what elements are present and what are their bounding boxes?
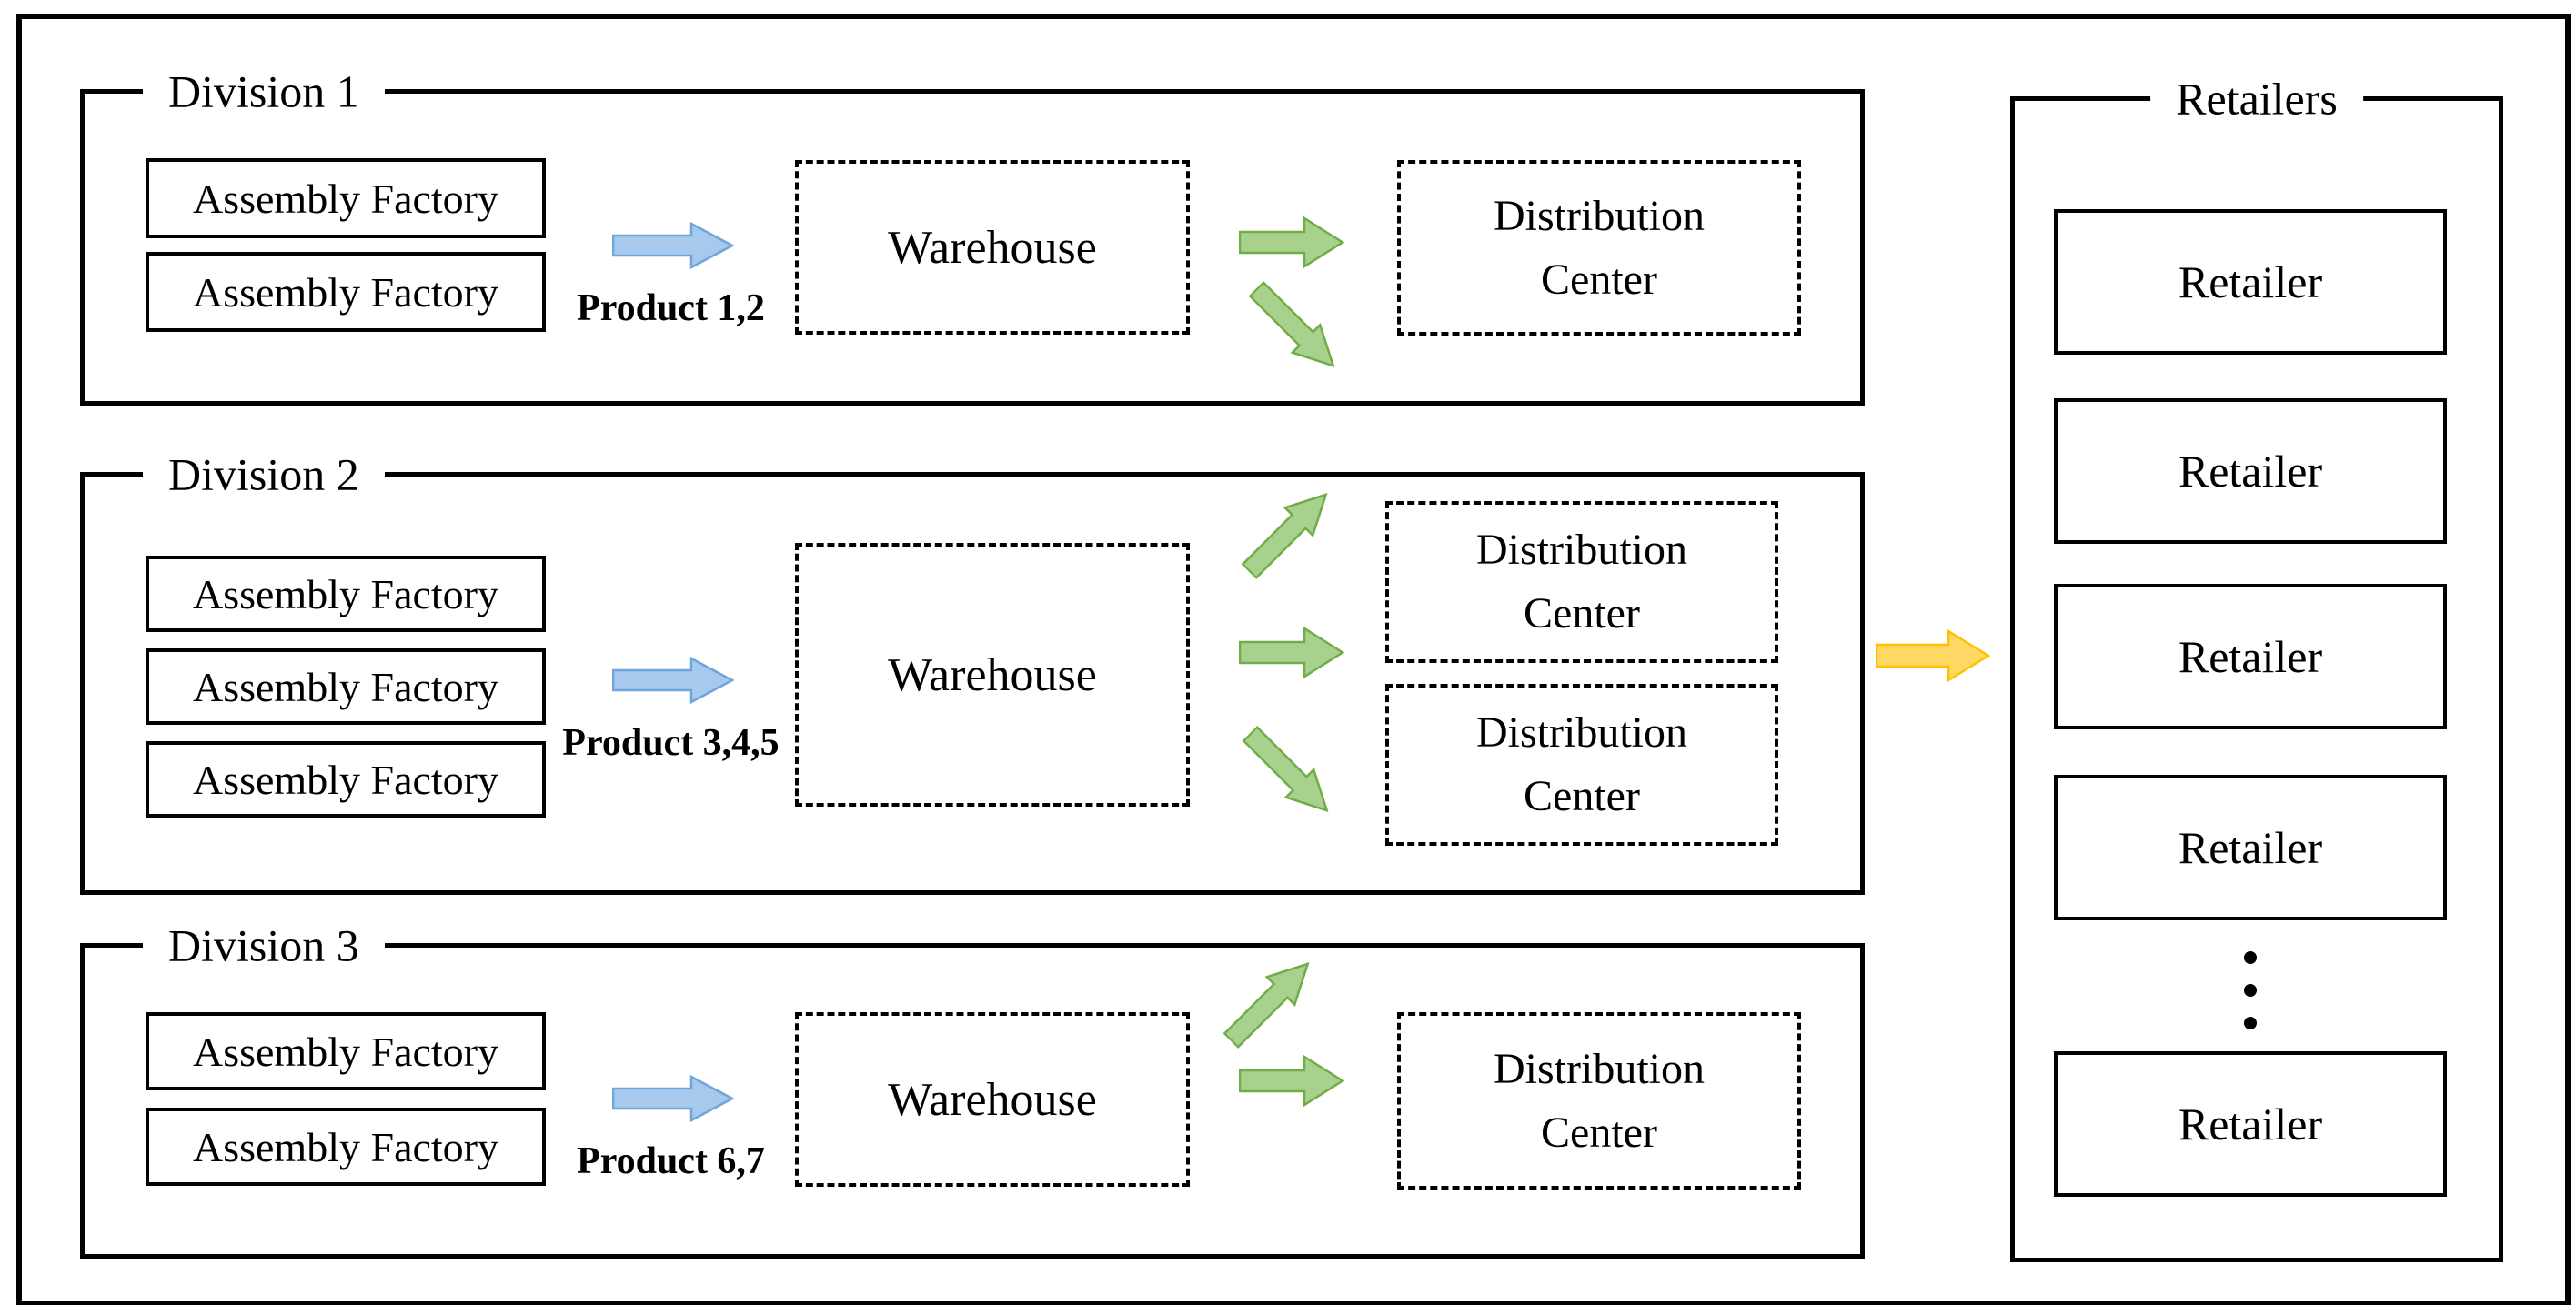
division-3-group: Division 3 Assembly Factory Assembly Fac… (80, 918, 1865, 1259)
product-flow-arrow-icon (612, 222, 734, 269)
distribution-center-box: Distribution Center (1397, 1012, 1801, 1190)
retailer-box: Retailer (2054, 398, 2447, 544)
assembly-factory-label: Assembly Factory (192, 663, 498, 710)
outer-frame: Division 1 Assembly Factory Assembly Fac… (16, 14, 2571, 1305)
warehouse-label: Warehouse (888, 221, 1097, 274)
product-flow-arrow-icon (612, 657, 734, 704)
vertical-ellipsis-icon (2244, 951, 2257, 1029)
warehouse-label: Warehouse (888, 1073, 1097, 1126)
assembly-factory-label: Assembly Factory (192, 570, 498, 617)
retailers-flow-arrow-icon (1876, 629, 1990, 682)
assembly-factory-label: Assembly Factory (192, 756, 498, 803)
distribution-center-box: Distribution Center (1385, 501, 1778, 663)
retailer-label: Retailer (2178, 446, 2323, 497)
distribution-arrow-icon (1239, 216, 1344, 268)
assembly-factory-label: Assembly Factory (192, 268, 498, 316)
retailer-label: Retailer (2178, 631, 2323, 682)
division-2-title: Division 2 (143, 447, 385, 502)
retailer-box: Retailer (2054, 584, 2447, 729)
division-1-group: Division 1 Assembly Factory Assembly Fac… (80, 64, 1865, 406)
product-label: Product 3,4,5 (562, 722, 780, 764)
retailer-box: Retailer (2054, 209, 2447, 355)
distribution-arrow-up-icon (1223, 961, 1310, 1049)
warehouse-box: Warehouse (795, 543, 1190, 807)
assembly-factory-label: Assembly Factory (192, 1123, 498, 1170)
warehouse-box: Warehouse (795, 1012, 1190, 1187)
assembly-factory-label: Assembly Factory (192, 175, 498, 222)
retailer-label: Retailer (2178, 256, 2323, 307)
product-label: Product 6,7 (577, 1140, 765, 1182)
retailer-label: Retailer (2178, 822, 2323, 873)
product-flow-arrow-icon (612, 1075, 734, 1122)
distribution-center-box: Distribution Center (1397, 160, 1801, 336)
distribution-arrow-down-icon (1248, 280, 1335, 368)
product-label: Product 1,2 (577, 287, 765, 329)
retailer-label: Retailer (2178, 1099, 2323, 1149)
assembly-factory-box: Assembly Factory (146, 158, 546, 238)
division-2-group: Division 2 Assembly Factory Assembly Fac… (80, 447, 1865, 895)
division-1-title: Division 1 (143, 64, 385, 119)
retailers-title: Retailers (2150, 71, 2363, 126)
assembly-factory-label: Assembly Factory (192, 1028, 498, 1075)
assembly-factory-box: Assembly Factory (146, 1108, 546, 1186)
assembly-factory-box: Assembly Factory (146, 1012, 546, 1090)
assembly-factory-box: Assembly Factory (146, 648, 546, 725)
warehouse-label: Warehouse (888, 648, 1097, 701)
distribution-center-label: Distribution Center (1475, 526, 1687, 637)
warehouse-box: Warehouse (795, 160, 1190, 335)
assembly-factory-box: Assembly Factory (146, 741, 546, 818)
distribution-arrow-down-icon (1242, 725, 1329, 813)
distribution-center-label: Distribution Center (1493, 191, 1705, 304)
distribution-center-label: Distribution Center (1475, 708, 1687, 820)
distribution-arrow-icon (1239, 1055, 1344, 1107)
retailer-box: Retailer (2054, 775, 2447, 920)
assembly-factory-box: Assembly Factory (146, 252, 546, 332)
assembly-factory-box: Assembly Factory (146, 556, 546, 632)
retailer-box: Retailer (2054, 1051, 2447, 1197)
distribution-center-label: Distribution Center (1493, 1044, 1705, 1157)
distribution-arrow-up-icon (1241, 492, 1328, 580)
distribution-arrow-icon (1239, 627, 1344, 678)
distribution-center-box: Distribution Center (1385, 684, 1778, 846)
division-3-title: Division 3 (143, 918, 385, 973)
retailers-group: Retailers Retailer Retailer Retailer Ret… (2010, 71, 2503, 1262)
